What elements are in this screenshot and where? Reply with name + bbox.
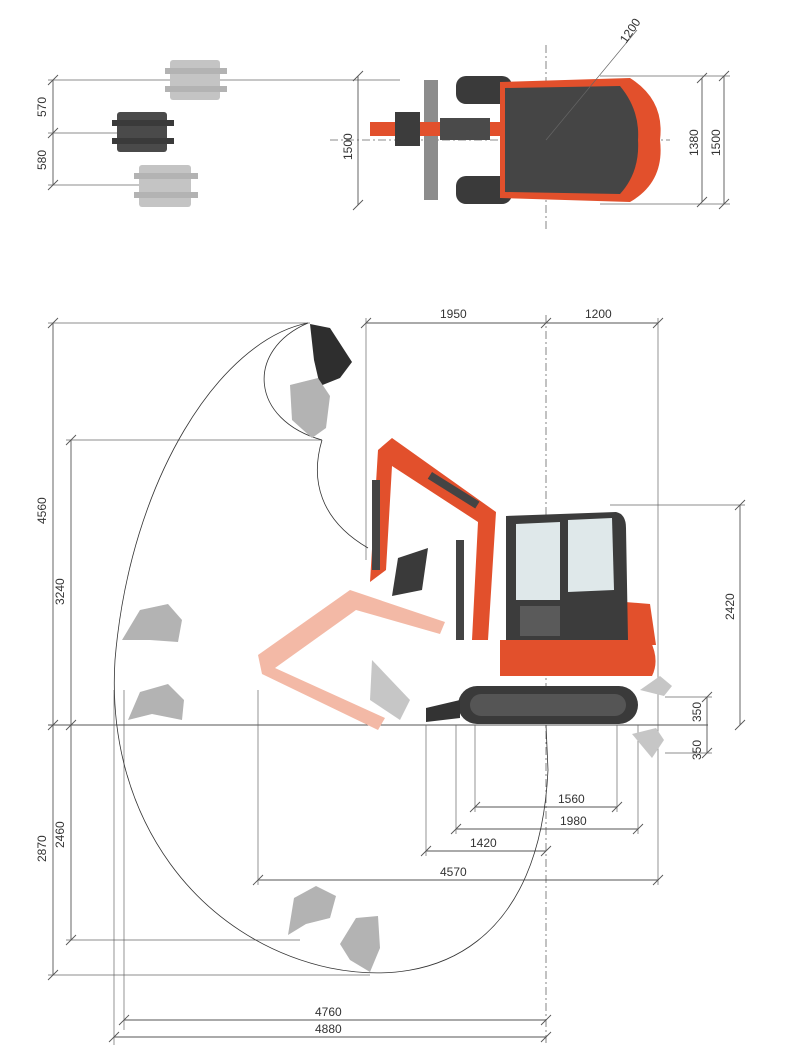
dim-4560: 4560 — [35, 497, 49, 524]
blade-ghost-down — [632, 728, 664, 758]
dim-350-up: 350 — [690, 702, 704, 722]
bucket-ghost-4 — [288, 886, 336, 935]
bucket-ghost-3 — [128, 684, 184, 720]
excavator-side — [370, 438, 656, 724]
bucket-top-ghost-lower — [134, 165, 198, 207]
dim-580: 580 — [35, 150, 49, 170]
dim-2460: 2460 — [53, 821, 67, 848]
blade-ghost-up — [640, 676, 672, 696]
dim-1950: 1950 — [440, 307, 467, 321]
dim-3240: 3240 — [53, 578, 67, 605]
dim-4880: 4880 — [315, 1022, 342, 1036]
dim-2420: 2420 — [723, 593, 737, 620]
dim-1420: 1420 — [470, 836, 497, 850]
dim-4760: 4760 — [315, 1005, 342, 1019]
bucket-ghost-1 — [290, 378, 330, 438]
dim-1560: 1560 — [558, 792, 585, 806]
dim-570: 570 — [35, 97, 49, 117]
boom-ghost-lower — [258, 590, 445, 730]
dim-1980: 1980 — [560, 814, 587, 828]
bucket-top-dark — [112, 112, 174, 152]
bucket-ghost-5 — [340, 916, 380, 972]
dim-1200-tail-radius: 1200 — [617, 15, 644, 45]
dim-4570: 4570 — [440, 865, 467, 879]
bucket-top-ghost-upper — [165, 60, 227, 100]
top-view: 570 580 1500 — [35, 15, 730, 232]
side-view: 1950 1200 4560 3240 2420 350 350 — [35, 307, 746, 1045]
dim-1380: 1380 — [687, 129, 701, 156]
dim-2870: 2870 — [35, 835, 49, 862]
dim-1200-tail-swing: 1200 — [585, 307, 612, 321]
bucket-max-height — [310, 324, 352, 386]
bucket-ghost-2 — [122, 604, 182, 642]
dim-350-down: 350 — [690, 740, 704, 760]
dim-1500-left: 1500 — [341, 133, 355, 160]
dim-1500-right: 1500 — [709, 129, 723, 156]
machine-top — [370, 76, 661, 204]
working-envelope — [113, 322, 549, 974]
